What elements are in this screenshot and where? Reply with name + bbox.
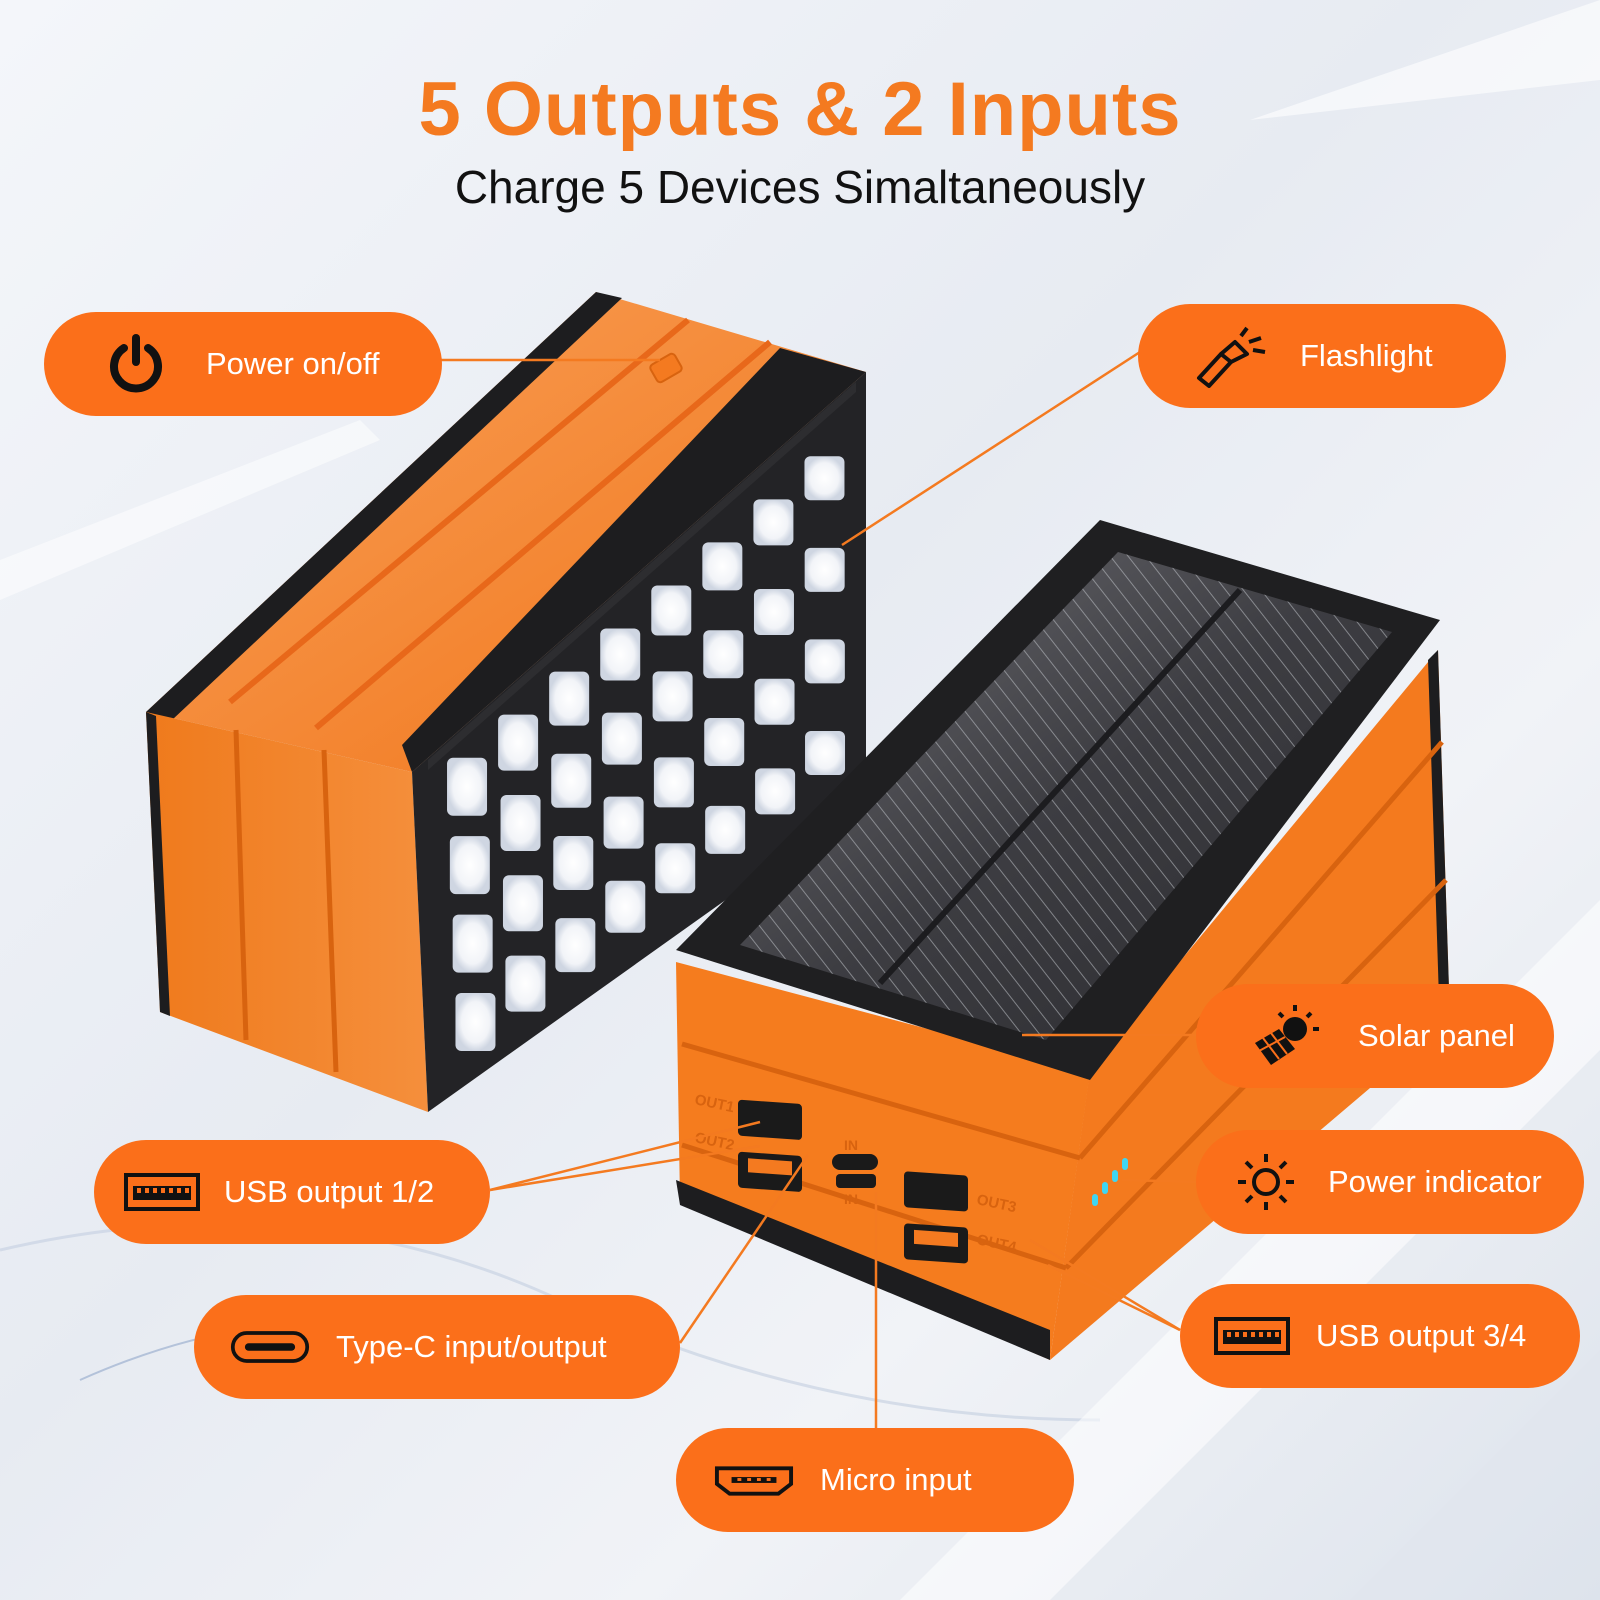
led-cell [652,671,693,722]
power-icon [96,329,176,399]
usb-port-2[interactable] [738,1151,802,1192]
usb-port-3[interactable] [904,1171,968,1212]
callout-power-indicator-label: Power indicator [1328,1164,1542,1199]
sun-icon [1226,1147,1306,1217]
led-cell [605,880,646,933]
page-title: 5 Outputs & 2 Inputs [418,67,1182,152]
usb-port-1[interactable] [738,1099,802,1140]
flashlight-icon [1190,321,1270,391]
led-cell [703,630,744,679]
led-cell [753,589,794,636]
led-cell [549,671,590,726]
micro-usb-port[interactable] [836,1174,876,1188]
led-cell [753,499,794,546]
led-cell [655,843,696,894]
led-cell [702,542,743,591]
usb-port-icon-2 [1212,1301,1292,1371]
led-cell [551,753,592,808]
solar-panel-icon [1248,1001,1328,1071]
page-subtitle: Charge 5 Devices Simaltaneously [454,161,1146,213]
type-c-port-icon [230,1312,310,1382]
led-cell [805,730,846,775]
callout-micro-input: Micro input [676,1428,1074,1532]
power-button[interactable] [649,352,683,384]
callout-power: Power on/off [44,312,442,416]
led-cell [755,768,796,815]
callout-micro-input-label: Micro input [820,1462,972,1497]
callout-solar-panel: Solar panel [1196,984,1554,1088]
led-cell [449,836,490,895]
usb-port-4[interactable] [904,1223,968,1264]
led-cell [653,757,694,808]
callout-type-c: Type-C input/output [194,1295,680,1399]
led-cell [500,794,541,851]
led-cell [705,805,746,854]
led-cell [603,796,644,849]
power-indicator-leds [1092,1158,1128,1206]
callout-type-c-label: Type-C input/output [336,1329,607,1364]
led-cell [804,456,845,501]
led-cell [804,639,845,684]
type-c-port[interactable] [832,1154,878,1170]
micro-usb-port-icon [714,1445,794,1515]
led-cell [498,714,539,771]
callout-usb-output-1-2: USB output 1/2 [94,1140,490,1244]
led-cell [804,547,845,592]
led-grid [447,456,846,1052]
led-cell [651,585,692,636]
led-cell [455,993,496,1052]
led-cell [505,955,546,1012]
usb-port-icon [122,1157,202,1227]
callout-usb-output-1-2-label: USB output 1/2 [224,1174,435,1209]
callout-flashlight-label: Flashlight [1300,338,1433,373]
led-cell [502,875,543,932]
led-cell [447,757,488,816]
led-cell [452,914,493,973]
callout-power-label: Power on/off [206,346,380,381]
port-label-in-top: IN [844,1137,858,1153]
led-cell [553,835,594,890]
led-cell [600,628,641,681]
callout-power-indicator: Power indicator [1196,1130,1584,1234]
callout-usb-output-3-4-label: USB output 3/4 [1316,1318,1527,1353]
led-cell [704,718,745,767]
callout-usb-output-3-4: USB output 3/4 [1180,1284,1580,1388]
callout-solar-panel-label: Solar panel [1358,1018,1515,1053]
led-cell [555,918,596,973]
callout-flashlight: Flashlight [1138,304,1506,408]
port-label-in-bottom: IN [844,1191,858,1207]
led-cell [754,678,795,725]
led-cell [601,712,642,765]
